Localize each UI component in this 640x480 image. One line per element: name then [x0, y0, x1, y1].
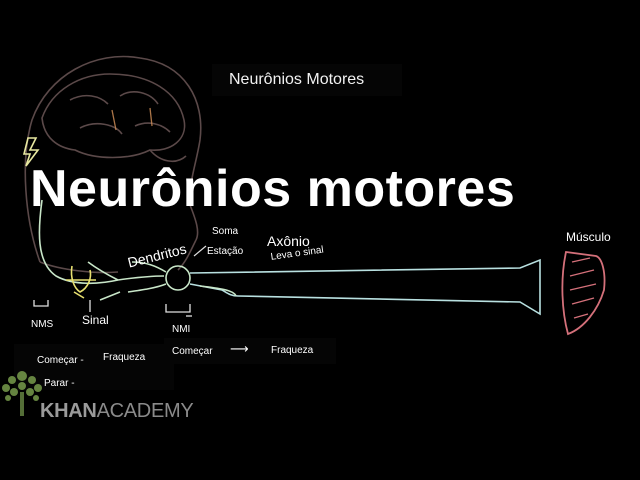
wordmark-academy: ACADEMY [96, 400, 194, 422]
label-nmi: NMI [172, 324, 191, 335]
label-comecar-upper: Começar - [37, 355, 84, 366]
label-musculo: Músculo [566, 230, 611, 244]
cortex-accent [111, 107, 153, 131]
label-soma: Soma [212, 226, 239, 237]
label-parar: Parar - [44, 378, 75, 389]
brain-fold-4 [134, 122, 171, 133]
soma-pointer [193, 245, 207, 257]
notes-backdrop-left [14, 344, 174, 390]
synapse-icon [66, 265, 96, 299]
label-sinal: Sinal [82, 313, 109, 327]
khan-academy-wordmark: KHANACADEMY [40, 400, 194, 423]
bracket-marks [33, 300, 192, 317]
dendrites-sketch [99, 261, 167, 301]
video-title: Neurônios motores [30, 160, 516, 218]
brain-fold-2 [119, 91, 159, 105]
arrow-right-icon: ⟶ [230, 341, 249, 356]
muscle-icon [561, 250, 606, 336]
label-estacao: Estação [207, 246, 244, 257]
video-subtitle: Neurônios Motores [229, 71, 365, 88]
notes-backdrop-middle [164, 338, 336, 364]
cerebellum [149, 149, 187, 163]
neck-line [39, 261, 119, 274]
head-sketch [24, 55, 202, 274]
label-fraqueza-lower: Fraqueza [271, 345, 314, 356]
face-outline [177, 239, 197, 271]
brain-outline [41, 73, 186, 159]
upper-motor-pathway [38, 199, 119, 285]
label-fraqueza-upper: Fraqueza [103, 352, 146, 363]
label-nms: NMS [31, 319, 54, 330]
brain-fold-1 [69, 94, 109, 105]
label-axonio: Axônio [267, 233, 310, 249]
wordmark-khan: KHAN [40, 400, 97, 422]
skull-outline [24, 55, 202, 263]
lightning-icon [22, 137, 40, 167]
subtitle-backdrop [212, 64, 402, 96]
khan-academy-logo [2, 371, 42, 416]
brain-fold-3 [79, 122, 123, 135]
label-comecar-lower: Começar [172, 346, 213, 357]
soma-circle [165, 265, 191, 291]
axon-tube [189, 258, 541, 316]
tree-icon [2, 371, 42, 416]
